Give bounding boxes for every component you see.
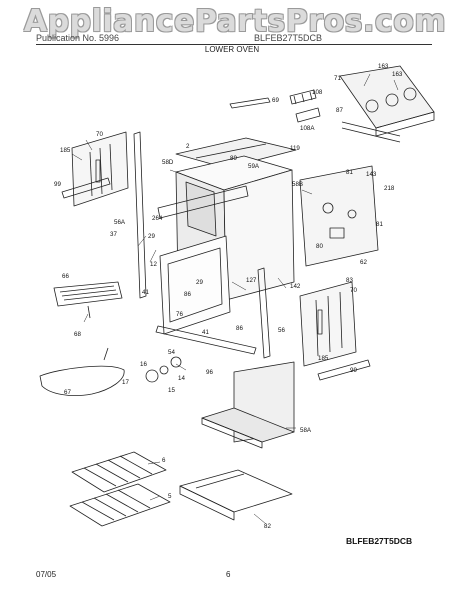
part-label: 12 [150, 261, 157, 268]
part-label: 86 [236, 325, 243, 332]
side-rail-56 [257, 267, 271, 359]
part-label: 89 [230, 155, 237, 162]
frame-264 [157, 185, 249, 219]
part-label: 70 [96, 131, 103, 138]
part-label: 58A [300, 427, 312, 434]
part-label: 119 [290, 145, 300, 152]
part-label: 142 [290, 283, 301, 290]
part-label: 14 [178, 375, 185, 382]
footer-date: 07/05 [36, 570, 57, 579]
part-label: 41 [202, 329, 209, 336]
part-label: 143 [366, 171, 377, 178]
part-label: 41 [142, 289, 149, 296]
part-label: 108A [300, 125, 315, 132]
part-label: 163 [378, 63, 389, 70]
broil-element-66 [53, 281, 123, 319]
part-label: 86 [184, 291, 191, 298]
trim-strip-99-right [317, 359, 371, 381]
part-label: 96 [206, 369, 213, 376]
part-label: 76 [176, 311, 183, 318]
rack-6 [71, 451, 167, 493]
page-subtitle: LOWER OVEN [204, 45, 260, 54]
part-label: 6 [162, 457, 166, 464]
part-label: 59A [248, 163, 260, 170]
watermark: AppliancePartsPros.com [23, 4, 447, 39]
light-assembly [145, 356, 182, 383]
trim-strip-99-left [61, 177, 111, 199]
part-label: 99 [54, 181, 61, 188]
back-panel-71 [339, 65, 435, 143]
part-label: 62 [360, 259, 367, 266]
part-label: 127 [246, 277, 257, 284]
part-label: 37 [110, 231, 117, 238]
rack-5 [69, 483, 171, 527]
part-label: 71 [334, 75, 341, 82]
bottom-trim-96 [155, 325, 257, 355]
part-label: 5 [168, 493, 172, 500]
drawer-82 [179, 469, 293, 521]
part-label: 218 [384, 185, 395, 192]
part-label: 264 [152, 215, 163, 222]
bottom-panel-58a [201, 361, 295, 449]
bracket-108 [289, 89, 321, 123]
part-label: 69 [272, 97, 279, 104]
part-label: 15 [168, 387, 175, 394]
part-label: 80 [316, 243, 323, 250]
publication-text: Publication No. 5996 [36, 33, 120, 43]
part-label: 29 [196, 279, 203, 286]
part-label: 99 [350, 367, 357, 374]
side-panel-70-left [71, 131, 129, 207]
part-label: 29 [148, 233, 155, 240]
part-label: 81 [346, 169, 353, 176]
part-label: 185 [60, 147, 71, 154]
part-label: 54 [168, 349, 175, 356]
part-label: 56A [114, 219, 126, 226]
side-panel-70-right [299, 281, 357, 367]
part-label: 16 [140, 361, 147, 368]
part-label: 108 [312, 89, 323, 96]
top-bar-69 [229, 97, 271, 109]
part-label: 70 [350, 287, 357, 294]
header-rule [36, 44, 432, 45]
frame-76 [159, 235, 231, 335]
part-label: 58B [292, 181, 303, 188]
part-label: 68 [74, 331, 81, 338]
oven-top-58d [175, 137, 297, 169]
part-label: 56 [278, 327, 285, 334]
mounting-panel-58b [299, 165, 379, 267]
part-label: 163 [392, 71, 403, 78]
part-label: 58D [162, 159, 174, 166]
side-rail-56a [133, 131, 147, 299]
part-label: 66 [62, 273, 69, 280]
part-label: 81 [376, 221, 383, 228]
part-label: 185 [318, 355, 329, 362]
part-label: 83 [346, 277, 353, 284]
part-label: 67 [64, 389, 71, 396]
part-label: 82 [264, 523, 271, 530]
header-model-text: BLFEB27T5DCB [254, 33, 323, 43]
part-label: 2 [186, 143, 190, 150]
part-label: 87 [336, 107, 343, 114]
model-code: BLFEB27T5DCB [346, 536, 413, 546]
bake-element-67 [39, 347, 125, 396]
part-label: 17 [122, 379, 129, 386]
footer-page-number: 6 [226, 570, 231, 579]
